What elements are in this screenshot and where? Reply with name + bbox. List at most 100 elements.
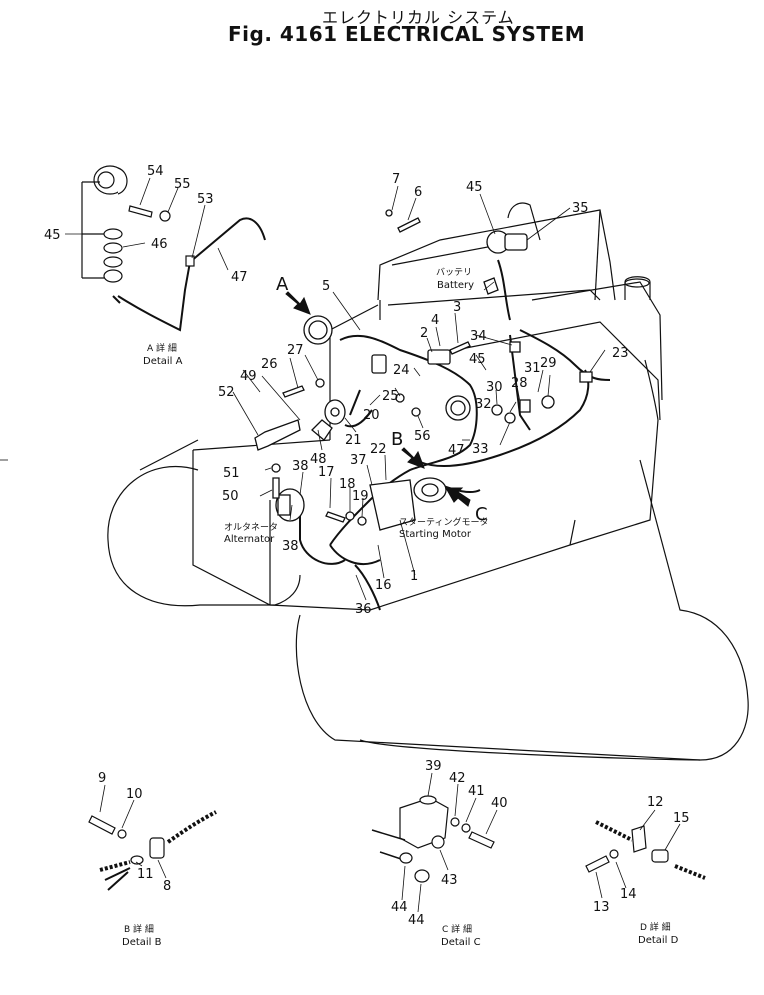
ring-a <box>103 256 123 268</box>
part-40: 40 <box>491 796 508 811</box>
bolt-13 <box>585 855 610 873</box>
cable-d <box>595 820 633 842</box>
washer-10 <box>117 829 127 839</box>
washer-18 <box>345 511 355 521</box>
bolt-6 <box>397 217 421 233</box>
cable-47 <box>117 217 266 332</box>
main-harness <box>329 334 478 546</box>
part-numbers: 54 55 53 45 46 47 7 6 45 35 5 3 4 2 34 2… <box>44 164 690 928</box>
part-24: 24 <box>393 363 410 378</box>
part-45-c: 45 <box>469 352 486 367</box>
washer-42 <box>450 817 460 827</box>
part-45-a: 45 <box>44 228 61 243</box>
part-34: 34 <box>470 329 487 344</box>
headlight-right <box>445 395 471 421</box>
part-45-b: 45 <box>466 180 483 195</box>
starting-motor-label-en: Starting Motor <box>399 529 472 540</box>
part-13: 13 <box>593 900 610 915</box>
washer-46 <box>103 242 123 254</box>
lamp-45 <box>93 165 128 195</box>
part-38-a: 38 <box>292 459 309 474</box>
part-2: 2 <box>420 326 428 341</box>
part-29: 29 <box>540 356 557 371</box>
part-31: 31 <box>524 361 541 376</box>
part-49: 49 <box>240 369 257 384</box>
machine-outline <box>107 202 749 761</box>
part-56: 56 <box>414 429 431 444</box>
detail-b-label-en: Detail B <box>122 937 162 948</box>
alternator-label-jp: オルタネータ <box>224 522 278 533</box>
part-20: 20 <box>363 408 380 423</box>
part-53: 53 <box>197 192 214 207</box>
part-9: 9 <box>98 771 106 786</box>
component-labels: バッテリ Battery オルタネータ Alternator スターティングモー… <box>122 267 679 948</box>
part-15: 15 <box>673 811 690 826</box>
part-4: 4 <box>431 313 439 328</box>
bolt-40 <box>468 831 495 849</box>
view-b-label: B <box>391 429 403 450</box>
bolt-26 <box>282 385 305 398</box>
detail-d-label-jp: D 詳 細 <box>640 921 671 933</box>
clamp-28 <box>519 399 531 413</box>
part-39: 39 <box>425 759 442 774</box>
relay-box <box>371 354 387 374</box>
detail-c-drawing <box>371 795 495 883</box>
part-25: 25 <box>382 389 399 404</box>
bolt-30 <box>491 404 503 416</box>
part-46: 46 <box>151 237 168 252</box>
part-44-a: 44 <box>391 900 408 915</box>
part-33: 33 <box>472 442 489 457</box>
part-38-b: 38 <box>282 539 299 554</box>
view-c-label: C <box>475 504 488 525</box>
bolt-17 <box>325 511 346 523</box>
wire-c1 <box>371 829 406 841</box>
part-5: 5 <box>322 279 330 294</box>
title-block: エレクトリカル システム Fig. 4161 ELECTRICAL SYSTEM <box>0 0 764 60</box>
part-48: 48 <box>310 452 327 467</box>
washer-7 <box>385 209 393 217</box>
detail-d-drawing <box>585 820 706 880</box>
horn-21 <box>324 399 346 425</box>
washer-55 <box>159 210 171 222</box>
rear-track <box>107 465 301 607</box>
part-42: 42 <box>449 771 466 786</box>
part-47-b: 47 <box>448 443 465 458</box>
detail-d-label-en: Detail D <box>638 935 679 946</box>
part-32: 32 <box>475 397 492 412</box>
part-10: 10 <box>126 787 143 802</box>
part-6: 6 <box>414 185 422 200</box>
components <box>254 209 593 531</box>
part-44-b: 44 <box>408 913 425 928</box>
part-18: 18 <box>339 477 356 492</box>
clip-8 <box>149 837 165 859</box>
bolt-31 <box>541 395 555 409</box>
fuse-box <box>427 349 451 365</box>
part-55: 55 <box>174 177 191 192</box>
part-30: 30 <box>486 380 503 395</box>
terminal-44a <box>399 852 413 864</box>
bolt-50 <box>272 477 280 499</box>
wiring-harness <box>299 259 611 611</box>
washer-19 <box>357 516 367 526</box>
part-19: 19 <box>352 489 369 504</box>
part-50: 50 <box>222 489 239 504</box>
battery-label-jp: バッテリ <box>436 267 472 278</box>
part-16: 16 <box>375 578 392 593</box>
title-english: Fig. 4161 ELECTRICAL SYSTEM <box>228 22 586 46</box>
bracket-48 <box>311 419 333 441</box>
part-17: 17 <box>318 465 335 480</box>
part-1: 1 <box>410 569 418 584</box>
part-22: 22 <box>370 442 387 457</box>
battery-terminal <box>483 277 499 295</box>
sleeve-11 <box>130 855 144 865</box>
detail-b-label-jp: B 詳 細 <box>124 923 154 935</box>
arrow-c <box>445 487 471 507</box>
connector-34 <box>509 341 521 353</box>
grommet-56 <box>411 407 421 417</box>
part-12: 12 <box>647 795 664 810</box>
car-body <box>192 450 576 611</box>
washer-27 <box>315 378 325 388</box>
alternator <box>275 488 305 522</box>
part-37: 37 <box>350 453 367 468</box>
view-a-label: A <box>276 274 289 295</box>
